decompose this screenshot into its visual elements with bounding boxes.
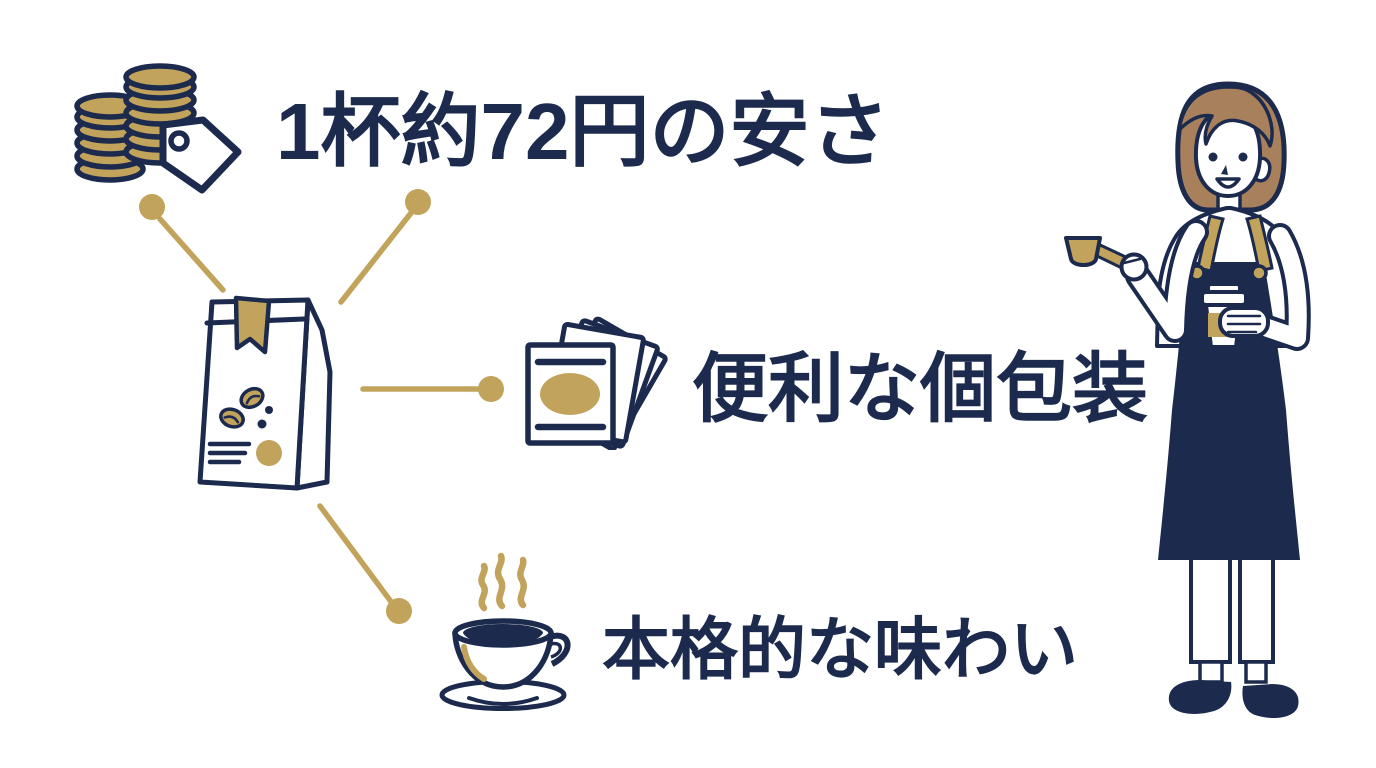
hand <box>1119 252 1149 282</box>
sachet-gold-oval <box>540 373 600 415</box>
saucer-inner-line <box>467 696 539 706</box>
cup-handle <box>549 632 571 667</box>
connector-dot-bottom <box>386 598 412 624</box>
connector-dot-middle <box>478 376 504 402</box>
hand-fingers <box>1122 257 1142 265</box>
feature-label-packaging: 便利な個包装 <box>692 347 1148 432</box>
coffee-bean <box>239 386 265 410</box>
steam-icon <box>478 552 527 612</box>
bag-text-lines <box>207 441 252 465</box>
bag-gold-circle <box>256 440 282 466</box>
sachet-packets-icon <box>525 316 668 450</box>
connector-dot-top-left <box>139 194 165 220</box>
barista-woman-illustration <box>1064 81 1311 718</box>
cup-gold-highlight <box>461 644 487 682</box>
sachet-front <box>525 342 616 446</box>
connector-dot-top-right <box>405 189 431 215</box>
eye <box>1238 152 1248 162</box>
apron-strap <box>1245 214 1274 273</box>
mouth <box>1215 177 1241 189</box>
coffee-bean <box>219 407 245 429</box>
leg <box>1238 556 1275 664</box>
coffee-bag-icon <box>197 295 333 491</box>
ankle <box>1198 660 1224 684</box>
price-tag-icon <box>159 116 242 194</box>
bag-dot <box>265 406 273 414</box>
shoe <box>1242 684 1299 718</box>
coffee-cup-icon <box>439 552 571 711</box>
feature-label-price: 1杯約72円の安さ <box>276 87 890 176</box>
hand-holding-cup <box>1218 306 1270 338</box>
bag-ribbon <box>233 295 272 355</box>
leg <box>1189 556 1232 664</box>
arm-sleeve <box>1129 223 1205 339</box>
arm-sleeve <box>1253 227 1307 347</box>
feature-label-taste: 本格的な味わい <box>602 612 1079 688</box>
eye <box>1208 152 1218 162</box>
ankle <box>1244 660 1268 684</box>
nose <box>1221 165 1228 175</box>
apron-button <box>1250 264 1268 282</box>
coins-and-price-tag-icon <box>74 63 242 194</box>
bag-dot <box>257 419 267 429</box>
connector-line-top-left <box>157 216 226 293</box>
hair-bangs <box>1177 85 1274 148</box>
connector-line-top-right <box>338 210 414 305</box>
shoe <box>1168 680 1232 714</box>
connector-line-bottom <box>317 503 395 606</box>
coffee-surface <box>463 624 543 645</box>
